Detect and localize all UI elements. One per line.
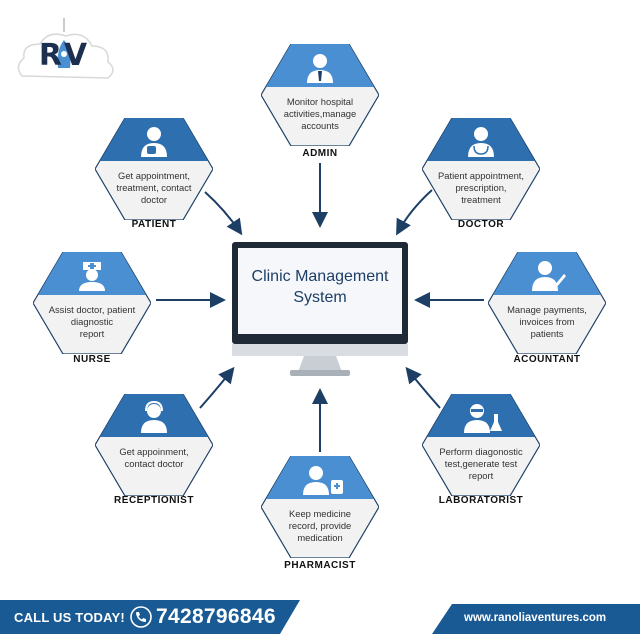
businessman-icon [307,54,333,83]
arrow-receptionist [199,366,235,409]
footer-call-banner: CALL US TODAY! 7428796846 [0,600,326,634]
logo-text: RV [38,38,90,73]
accountant-icon [532,261,566,291]
brand-logo: RV [8,18,120,94]
doctor-icon [468,127,494,157]
hex-card-doctor: Patient appointment,prescription,treatme… [422,118,540,220]
receptionist-icon [141,400,167,433]
phone-number[interactable]: 7428796846 [156,605,276,628]
pharmacist-icon [303,466,343,495]
nurse-icon [79,262,105,291]
role-label-doctor: DOCTOR [457,219,505,230]
monitor-icon [232,242,408,376]
role-label-nurse: NURSE [73,354,111,365]
arrow-doctor [396,189,433,236]
center-title: Clinic Management System [251,268,389,306]
footer-website-banner: www.ranoliaventures.com [432,604,640,634]
role-label-patient: PATIENT [131,219,177,230]
lab-technician-icon [464,404,502,433]
role-label-accountant: ACOUNTANT [513,354,581,365]
hex-card-receptionist: Get appoinment,contact doctor [95,394,213,496]
doctor-description: Patient appointment,prescription,treatme… [438,170,524,205]
website-link[interactable]: www.ranoliaventures.com [464,612,607,624]
role-label-admin: ADMIN [302,148,338,159]
patient-icon [141,127,167,157]
role-label-laboratorist: LABORATORIST [438,495,524,506]
monitor-center: Clinic Management System [232,242,408,382]
phone-icon [130,606,152,628]
role-label-receptionist: RECEPTIONIST [114,495,194,506]
arrow-patient [204,191,243,236]
role-label-pharmacist: PHARMACIST [284,560,356,571]
receptionist-description: Get appoinment,contact doctor [119,446,189,469]
arrow-laboratorist [405,366,441,409]
call-us-label: CALL US TODAY! [14,610,125,625]
